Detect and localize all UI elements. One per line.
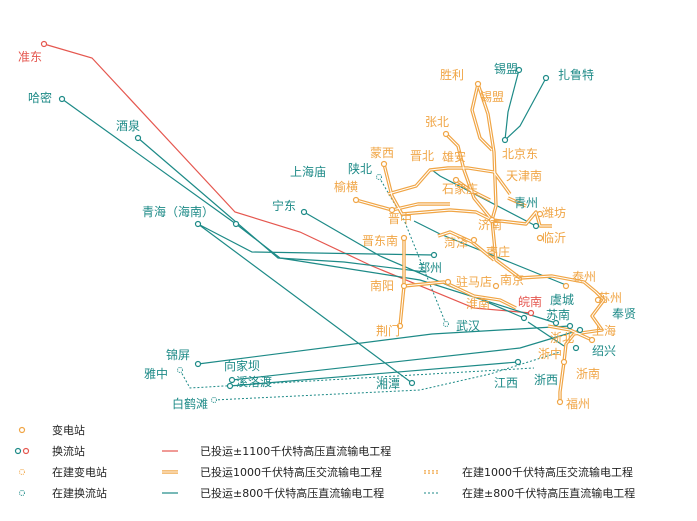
label-heze: 菏泽 (444, 236, 468, 250)
legend-converter: 换流站 (52, 444, 85, 458)
label-suzhou: 苏州 (598, 291, 622, 305)
label-zhebei: 浙北 (550, 331, 574, 345)
label-ximeng2: 锡盟 (480, 89, 504, 104)
label-jingmen: 荆门 (376, 323, 400, 338)
label-nanjing: 南京 (500, 272, 524, 287)
label-zaozhuang: 枣庄 (486, 244, 510, 259)
lines-800kv-dc-building (179, 176, 561, 401)
station-markers-red (40, 40, 535, 317)
label-wannan: 皖南 (518, 294, 542, 309)
label-yulin: 榆横 (334, 179, 358, 194)
label-ximeng: 锡盟 (494, 61, 518, 76)
label-zhezhong: 浙中 (538, 346, 562, 361)
label-xiongan: 雄安 (442, 149, 466, 164)
label-xiluodu: 溪洛渡 (236, 374, 272, 389)
legend-substation-building: 在建变电站 (52, 465, 107, 479)
legend-converter-building: 在建换流站 (52, 486, 107, 500)
label-zhangbei: 张北 (425, 115, 449, 129)
label-shijiazhuang: 石家庄 (442, 181, 478, 196)
label-jiuquan: 酒泉 (116, 119, 140, 133)
label-jinbei: 晋北 (410, 149, 434, 163)
label-zhundong: 准东 (18, 50, 42, 64)
label-jinping: 锦屏 (166, 348, 190, 362)
label-fengxian: 奉贤 (612, 307, 636, 321)
legend-converter-symbol-red (22, 447, 30, 455)
legend-substation: 变电站 (52, 423, 85, 437)
label-shaoxing: 绍兴 (592, 344, 616, 358)
label-fuzhou: 福州 (566, 396, 590, 411)
label-jindongnan: 晋东南 (362, 233, 398, 248)
label-yucheng: 虞城 (550, 293, 574, 307)
label-weifang: 潍坊 (542, 205, 566, 220)
line-1100kv-dc (43, 43, 532, 314)
label-beijingdong: 北京东 (502, 147, 538, 161)
label-xiangjiaba: 向家坝 (224, 358, 260, 373)
label-zhengzhou: 郑州 (418, 260, 442, 275)
label-taizhou: 泰州 (572, 270, 596, 284)
label-zhumadian: 驻马店 (456, 274, 492, 289)
label-linyi: 临沂 (542, 231, 566, 245)
legend-substation-building-symbol (19, 469, 25, 475)
label-qingzhou: 青州 (514, 196, 538, 210)
label-yazhong: 雅中 (144, 366, 168, 381)
label-shaanbei: 陕北 (348, 161, 372, 176)
station-labels: 准东 哈密 酒泉 青海（海南） 上海庙 宁东 陕北 榆横 蒙西 晋北 雄安 石家… (18, 50, 636, 411)
label-shanghai: 上海 (592, 323, 616, 338)
label-zhexi: 浙西 (534, 373, 558, 387)
label-baihetan: 白鹤滩 (172, 396, 208, 411)
legend-converter-symbol-teal (14, 447, 22, 455)
label-wuhan: 武汉 (456, 319, 480, 333)
label-hami: 哈密 (28, 90, 52, 105)
label-huainan: 淮南 (466, 296, 490, 311)
label-xiangtan: 湘潭 (376, 376, 400, 391)
label-shanghaimiao: 上海庙 (290, 164, 326, 179)
legend-line-1000ac-building: 在建1000千伏特高压交流输电工程 (462, 465, 633, 479)
legend: 变电站 换流站 在建变电站 在建换流站 已投运±1100千伏特高压直流输电工程 … (14, 423, 635, 500)
label-zhalute: 扎鲁特 (558, 67, 594, 82)
label-tianjinnan: 天津南 (506, 168, 542, 183)
legend-line-1100: 已投运±1100千伏特高压直流输电工程 (200, 444, 391, 458)
lines-1000kv-ac-inner (355, 83, 605, 402)
legend-line-1000ac: 已投运1000千伏特高压交流输电工程 (200, 465, 382, 479)
label-shengli: 胜利 (440, 67, 464, 82)
label-ningdong: 宁东 (272, 198, 296, 213)
label-sunan: 苏南 (546, 307, 570, 322)
station-markers-orange (352, 80, 602, 406)
label-jinan: 济南 (478, 217, 502, 232)
legend-line-800dc: 已投运±800千伏特高压直流输电工程 (200, 486, 384, 500)
legend-substation-symbol (18, 426, 26, 434)
label-mengxi: 蒙西 (370, 146, 394, 160)
legend-line-800dc-building: 在建±800千伏特高压直流输电工程 (462, 486, 635, 500)
station-markers-teal (58, 66, 584, 390)
lines-800kv-dc (61, 69, 581, 387)
label-nanyang: 南阳 (370, 278, 394, 293)
label-jinzhong: 晋中 (388, 211, 412, 226)
label-jiangxi: 江西 (494, 376, 518, 390)
label-zhenan: 浙南 (576, 366, 600, 381)
station-markers-building (177, 174, 449, 403)
label-qinghai: 青海（海南） (142, 204, 214, 219)
legend-converter-building-symbol (19, 490, 25, 496)
